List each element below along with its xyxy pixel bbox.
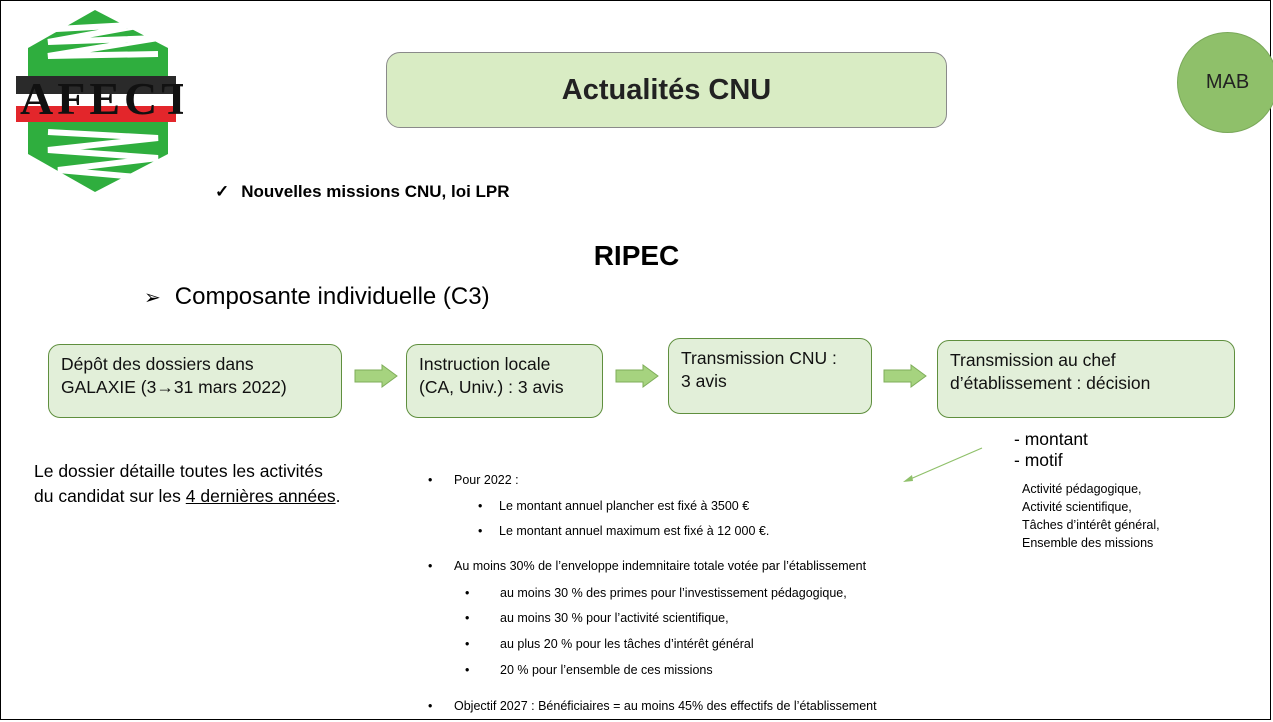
step-depot: Dépôt des dossiers dans GALAXIE (3→31 ma… (48, 344, 342, 418)
step-cnu-line2: 3 avis (681, 371, 727, 391)
bullet-sub-item: •au plus 20 % pour les tâches d’intérêt … (465, 637, 754, 651)
step-cnu-line1: Transmission CNU : (681, 348, 837, 368)
author-badge-label: MAB (1205, 71, 1250, 93)
checklist-item: ✓ Nouvelles missions CNU, loi LPR (215, 182, 510, 202)
bullet-sub-item: •20 % pour l’ensemble de ces missions (465, 663, 713, 677)
pointer-arrow-icon (903, 447, 983, 482)
motif-item: Activité pédagogique, (1022, 482, 1142, 496)
step-arrow-icon (354, 364, 398, 388)
decision-items: - montant - motif (1014, 429, 1088, 471)
page-title: Actualités CNU (561, 73, 772, 106)
step-arrow-icon (883, 364, 927, 388)
motif-item: Ensemble des missions (1022, 536, 1154, 550)
bullet-item: •Au moins 30% de l’enveloppe indemnitair… (428, 559, 867, 573)
bullet-item: •Pour 2022 : (428, 473, 519, 487)
motif-list: Activité pédagogique, Activité scientifi… (1022, 480, 1160, 552)
title-box: Actualités CNU (386, 52, 947, 128)
bullet-item: •Objectif 2027 : Bénéficiaires = au moin… (428, 699, 877, 713)
step-chef-etablissement: Transmission au chef d’établissement : d… (937, 340, 1235, 418)
bullet-sub-item: •au moins 30 % pour l’activité scientifi… (465, 611, 729, 625)
dossier-underlined: 4 dernières années (185, 486, 336, 506)
bullet-sub-item: •au moins 30 % des primes pour l’investi… (465, 586, 847, 600)
motif-item: Activité scientifique, (1022, 500, 1132, 514)
author-badge: MAB (1177, 32, 1273, 133)
decision-montant: - montant (1014, 429, 1088, 449)
bullet-sub-item: •Le montant annuel maximum est fixé à 12… (478, 524, 770, 538)
logo-text: AFECT (20, 73, 183, 124)
step-chef-line2: d’établissement : décision (950, 373, 1151, 393)
afect-logo: AFECT (16, 10, 183, 192)
step-chef-line1: Transmission au chef (950, 350, 1116, 370)
step-instruction-line1: Instruction locale (419, 354, 551, 374)
step-instruction-line2: (CA, Univ.) : 3 avis (419, 377, 564, 397)
bullet-sub-item: •Le montant annuel plancher est fixé à 3… (478, 499, 750, 513)
arrow-bullet-icon: ➢ (144, 286, 161, 309)
dossier-description: Le dossier détaille toutes les activités… (34, 459, 340, 509)
dossier-line1: Le dossier détaille toutes les activités (34, 461, 323, 481)
decision-motif: - motif (1014, 450, 1063, 470)
dossier-line2: du candidat sur les 4 dernières années. (34, 486, 341, 506)
check-icon: ✓ (215, 182, 230, 201)
section-subtitle-row: ➢ Composante individuelle (C3) (144, 283, 490, 311)
motif-item: Tâches d’intérêt général, (1022, 518, 1160, 532)
checklist-text: Nouvelles missions CNU, loi LPR (241, 182, 510, 201)
step-instruction: Instruction locale (CA, Univ.) : 3 avis (406, 344, 603, 418)
step-arrow-icon (615, 364, 659, 388)
step-depot-line2: GALAXIE (3→31 mars 2022) (61, 377, 287, 397)
step-depot-line1: Dépôt des dossiers dans (61, 354, 254, 374)
section-title: RIPEC (593, 240, 680, 271)
section-subtitle: Composante individuelle (C3) (174, 283, 490, 310)
step-transmission-cnu: Transmission CNU : 3 avis (668, 338, 872, 414)
